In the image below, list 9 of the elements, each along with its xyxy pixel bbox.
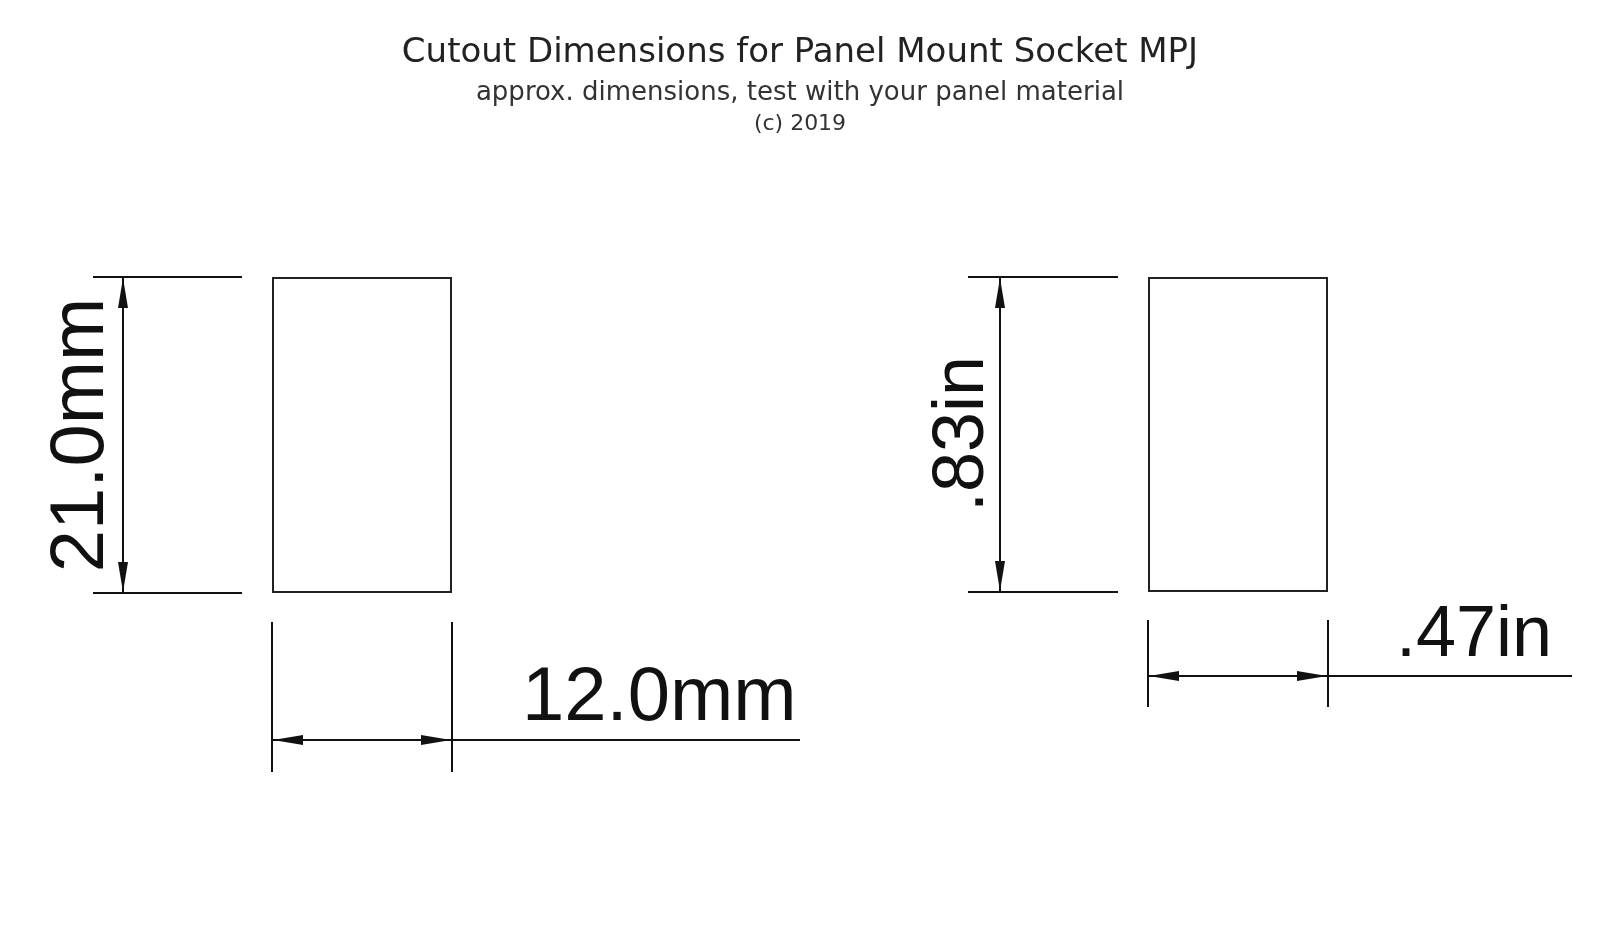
dimension-label: .83in xyxy=(917,355,999,513)
copyright-note: (c) 2019 xyxy=(752,110,848,135)
dimension-label: 21.0mm xyxy=(32,297,120,573)
title: Cutout Dimensions for Panel Mount Socket MPJ xyxy=(400,30,1200,70)
dimension-label: .47in xyxy=(1396,590,1553,672)
cutout-rectangle xyxy=(272,277,452,593)
cutout-rectangle xyxy=(1148,277,1328,592)
subtitle: approx. dimensions, test with your panel material xyxy=(474,76,1126,106)
dimension-label: 12.0mm xyxy=(522,650,797,737)
